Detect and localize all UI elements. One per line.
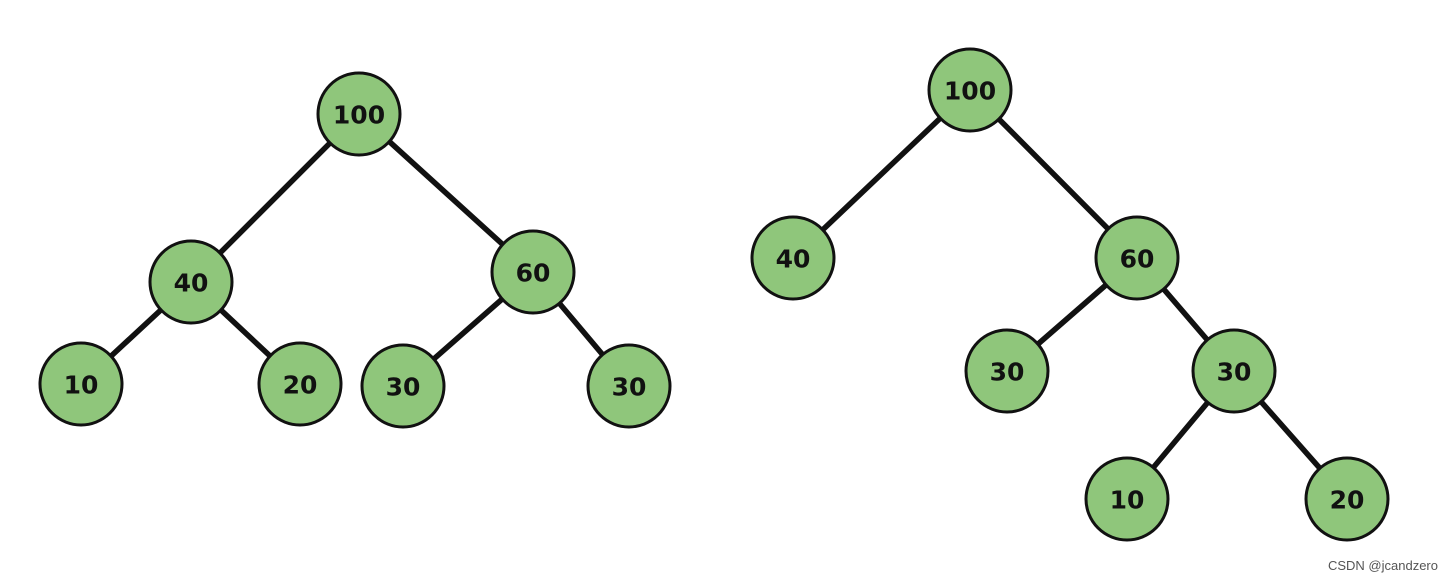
tree-left-node-circle	[257, 341, 343, 427]
tree-right-node-label: 30	[990, 358, 1025, 387]
tree-right-node-label: 60	[1120, 245, 1155, 274]
tree-left-node-a: 100	[316, 71, 402, 157]
tree-right-node-circle	[1304, 456, 1390, 542]
tree-left-node-g: 30	[586, 343, 672, 429]
tree-right-node-circle	[927, 47, 1013, 133]
tree-left-node-circle	[38, 341, 124, 427]
nodes-layer: 100 40 60 10 20 30 30 100 40 60 30 30 10 20	[38, 47, 1390, 542]
tree-right-node-d: 30	[964, 328, 1050, 414]
tree-right-node-label: 30	[1217, 358, 1252, 387]
tree-right-node-e: 30	[1191, 328, 1277, 414]
tree-left-node-c: 60	[490, 229, 576, 315]
watermark-text: CSDN @jcandzero	[1327, 558, 1438, 573]
tree-right-node-label: 40	[776, 245, 811, 274]
tree-left-node-circle	[586, 343, 672, 429]
tree-right-node-a: 100	[927, 47, 1013, 133]
tree-left-node-d: 10	[38, 341, 124, 427]
tree-left-node-f: 30	[360, 343, 446, 429]
tree-right-node-circle	[1191, 328, 1277, 414]
tree-left-node-label: 60	[516, 259, 551, 288]
tree-left-node-label: 100	[333, 101, 385, 130]
tree-right-node-label: 100	[944, 77, 996, 106]
tree-left-node-circle	[148, 239, 234, 325]
tree-left-node-label: 30	[612, 373, 647, 402]
tree-left-node-label: 30	[386, 373, 421, 402]
tree-left-node-circle	[316, 71, 402, 157]
tree-right-node-circle	[1094, 215, 1180, 301]
tree-right-node-circle	[964, 328, 1050, 414]
tree-left-node-label: 40	[174, 269, 209, 298]
tree-right-node-f: 10	[1084, 456, 1170, 542]
tree-left-node-label: 20	[283, 371, 318, 400]
tree-left-node-label: 10	[64, 371, 99, 400]
tree-right-node-c: 60	[1094, 215, 1180, 301]
tree-right-node-b: 40	[750, 215, 836, 301]
tree-right-node-label: 10	[1110, 486, 1145, 515]
tree-left-node-circle	[490, 229, 576, 315]
tree-right-node-label: 20	[1330, 486, 1365, 515]
tree-left-node-circle	[360, 343, 446, 429]
tree-right-node-g: 20	[1304, 456, 1390, 542]
tree-right-node-circle	[750, 215, 836, 301]
tree-right-node-circle	[1084, 456, 1170, 542]
tree-left-node-b: 40	[148, 239, 234, 325]
tree-left-node-e: 20	[257, 341, 343, 427]
